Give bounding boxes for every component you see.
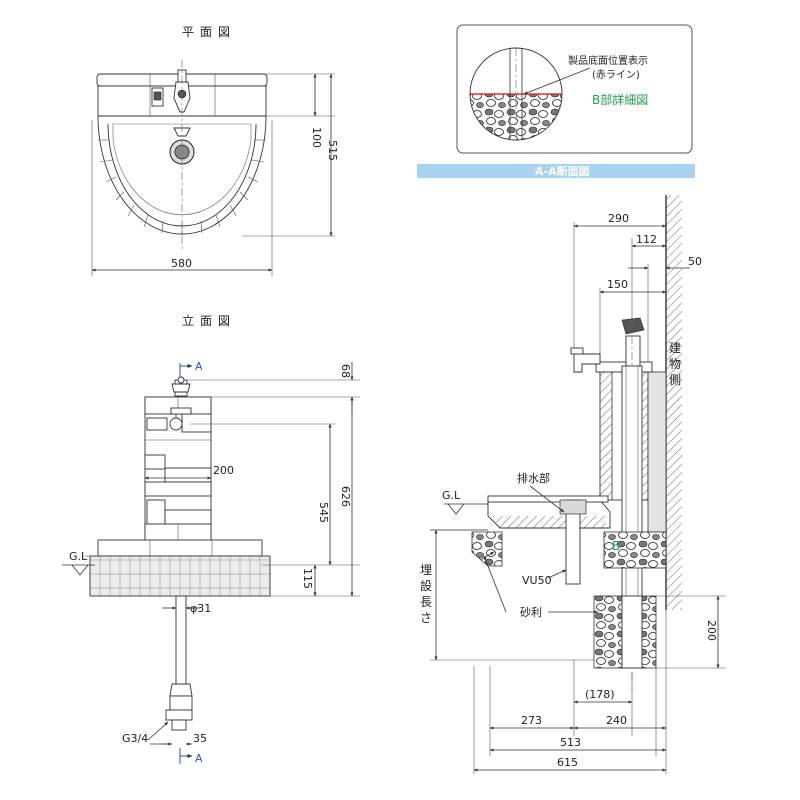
section-faucet-icon [570, 317, 645, 373]
elev-dim-115: 115 [301, 568, 314, 589]
burial-depth-2: 設 [420, 578, 432, 593]
sec-gravel: 砂利 [520, 606, 542, 619]
elev-dim-545: 545 [317, 502, 330, 523]
section-banner-text: A-A断面図 [535, 164, 590, 178]
plan-dim-580: 580 [171, 257, 192, 270]
section-view: A-A断面図 建 物 側 290 112 50 150 [417, 164, 726, 774]
detail-sub: (赤ライン) [592, 69, 640, 81]
sec-dim-513: 513 [560, 736, 581, 749]
sec-gl: G.L [442, 489, 461, 502]
elev-dim-200: 200 [213, 464, 234, 477]
elev-dim-35: 35 [193, 732, 207, 745]
section-banner [417, 164, 695, 178]
burial-depth-3: 長 [420, 595, 432, 609]
plan-dim-100: 100 [310, 127, 323, 148]
sec-b-mark: B [612, 539, 620, 553]
supply-pipe [175, 595, 187, 685]
elevation-basin-bricks [89, 555, 271, 597]
sec-dim-273: 273 [521, 714, 542, 727]
gravel-right [603, 531, 667, 569]
sec-vu50: VU50 [522, 574, 552, 587]
sec-dim-112: 112 [636, 233, 657, 246]
building-side-2: 物 [669, 357, 681, 371]
building-side-1: 建 [669, 341, 681, 355]
plan-dim-515: 515 [326, 140, 339, 161]
elevation-faucet-icon [171, 376, 191, 397]
sec-dim-200: 200 [705, 620, 718, 641]
plan-bricks [98, 139, 266, 235]
sec-dim-290: 290 [608, 212, 629, 225]
sec-dim-240: 240 [606, 714, 627, 727]
elev-phi31: φ31 [190, 602, 211, 615]
elev-dim-626: 626 [339, 486, 352, 507]
burial-depth-4: さ [420, 611, 432, 625]
elevation-basin-rim [97, 539, 263, 557]
gravel-left [471, 531, 503, 567]
detail-label: 製品底面位置表示 [568, 54, 648, 67]
building-side-3: 側 [669, 373, 681, 387]
elev-g34: G3/4 [122, 732, 148, 745]
elevation-gl: G.L [69, 550, 88, 563]
elevation-view: 立面図 A A [62, 313, 360, 765]
detail-title: B部詳細図 [592, 92, 648, 107]
valve-fitting-icon [165, 683, 193, 731]
elevation-view-title: 立面図 [182, 313, 236, 328]
section-mark-top: A [195, 360, 203, 373]
sec-drain-label: 排水部 [517, 471, 550, 485]
section-mark-bottom: A [195, 752, 203, 765]
plan-view: 平面図 [91, 25, 339, 276]
plan-view-title: 平面図 [182, 25, 236, 39]
sec-dim-50: 50 [688, 255, 702, 268]
sec-dim-150: 150 [607, 278, 628, 291]
elev-dim-68: 68 [339, 364, 352, 378]
elevation-tap-icon [169, 407, 192, 431]
sec-dim-615: 615 [557, 756, 578, 769]
detail-b-box: 製品底面位置表示 (赤ライン) B部詳細図 [456, 24, 693, 154]
burial-depth-1: 埋 [420, 563, 432, 577]
sec-dim-178: (178) [585, 688, 615, 701]
